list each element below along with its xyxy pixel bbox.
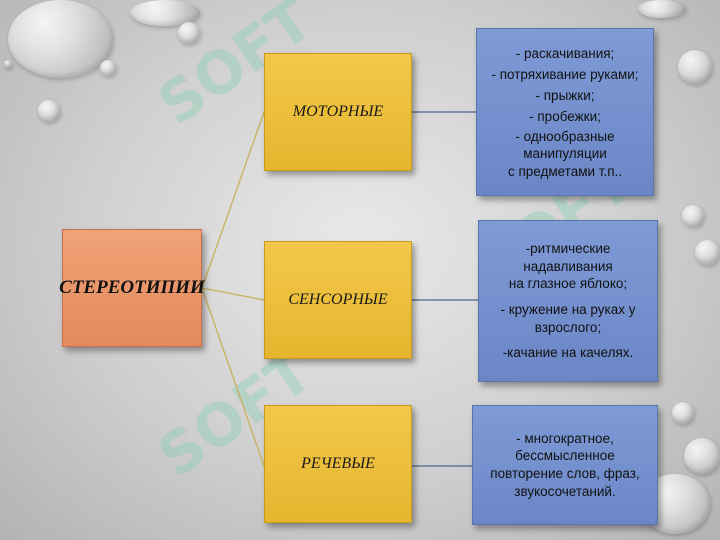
water-drop [38,100,60,122]
connector-root-sensor [201,287,265,301]
category-label: РЕЧЕВЫЕ [301,455,375,472]
detail-line: взрослого; [534,319,602,335]
detail-line: - многократное, бессмысленное [515,430,615,464]
water-drop [684,438,720,474]
water-drop [178,22,200,44]
details-sensory: -ритмические надавливания на глазное ябл… [478,220,658,382]
detail-line: - кружение на руках у [500,302,636,317]
category-label: СЕНСОРНЫЕ [288,291,388,308]
water-drop [678,50,712,84]
detail-line: повторение слов, фраз, [490,466,640,481]
detail-line: - потряхивание руками; [491,66,639,82]
water-drop [672,402,694,424]
category-label: МОТОРНЫЕ [292,103,384,120]
connector-root-speech [201,287,265,467]
category-motor: МОТОРНЫЕ [264,53,412,171]
root-node-stereotypies: СТЕРЕОТИПИИ [59,229,205,347]
water-drop [682,205,704,227]
details-motor: - раскачивания; - потряхивание руками; -… [476,28,654,196]
water-drop [695,240,720,265]
detail-line: - раскачивания; [515,45,615,61]
category-sensory: СЕНСОРНЫЕ [264,241,412,359]
connector-root-motor [201,111,265,289]
detail-line: -ритмические надавливания [523,241,613,274]
category-speech: РЕЧЕВЫЕ [264,405,412,523]
detail-line: -качание на качелях. [502,345,634,361]
detail-line: звукосочетаний. [514,483,616,499]
water-drop [8,0,113,78]
detail-line: - пробежки; [529,108,601,124]
detail-line: на глазное яблоко; [508,276,628,292]
root-label: СТЕРЕОТИПИИ [59,277,205,298]
detail-line: - однообразные манипуляции [515,128,615,162]
detail-line: - прыжки; [535,87,595,103]
detail-line: с предметами т.п.. [507,163,623,179]
water-drop [130,0,200,26]
details-speech: - многократное, бессмысленное повторение… [472,405,658,525]
water-drop [100,60,116,76]
water-drop [638,0,686,18]
water-drop [4,60,12,68]
